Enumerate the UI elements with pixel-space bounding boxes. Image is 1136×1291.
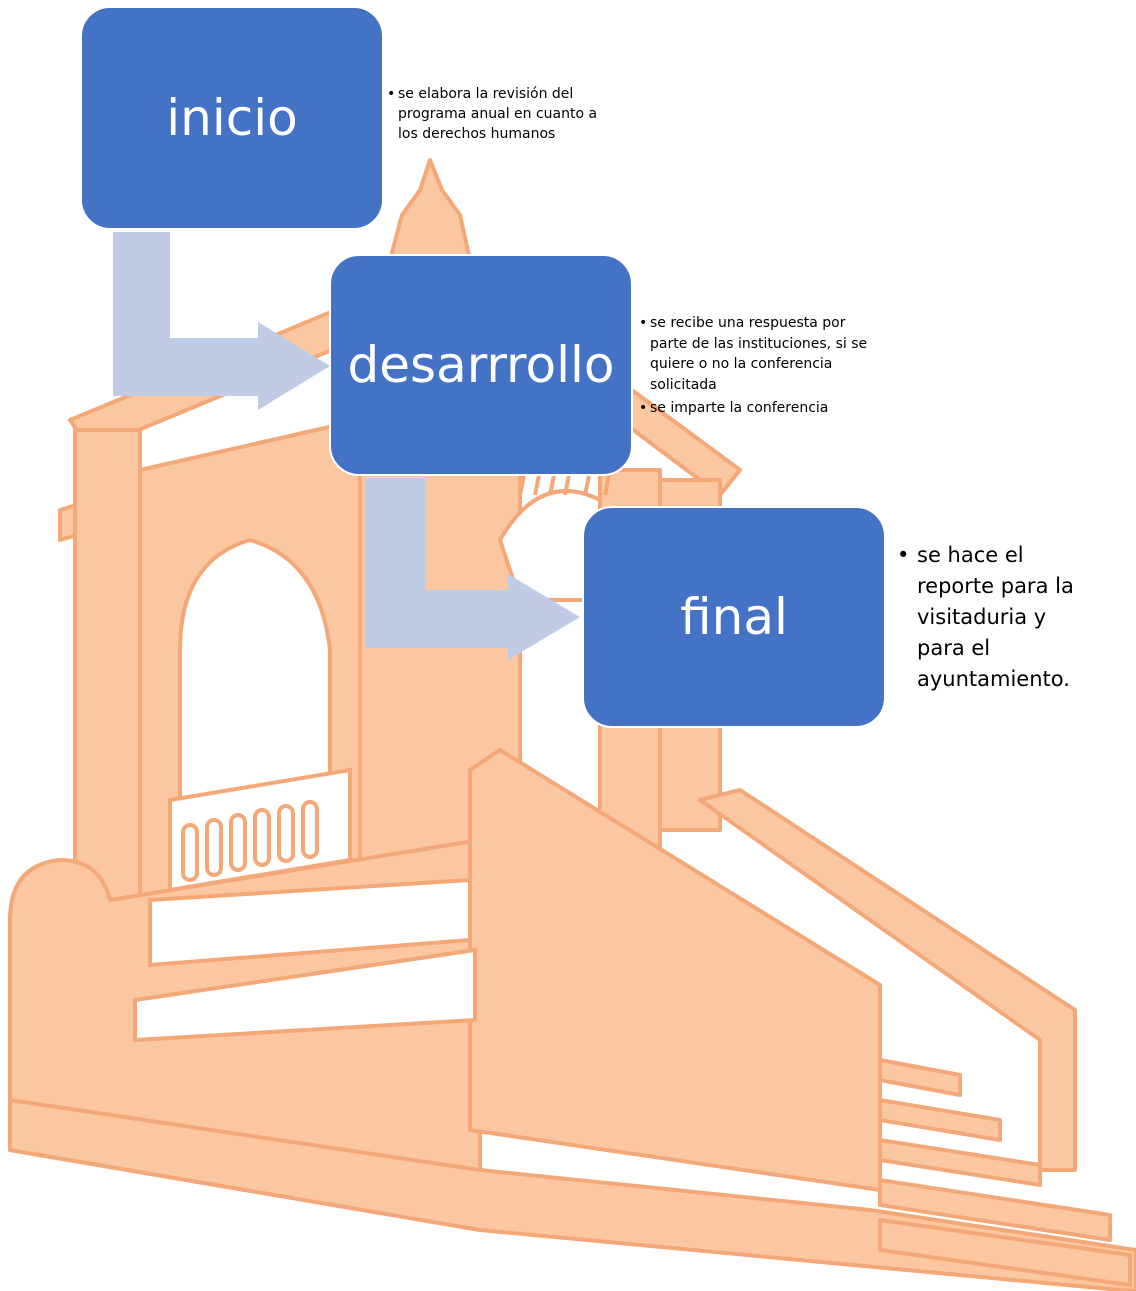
step-notes-inicio: se elabora la revisión del programa anua…: [387, 84, 609, 144]
note-item: se imparte la conferencia: [639, 398, 869, 419]
step-label-final: final: [680, 588, 788, 646]
step-notes-final: se hace el reporte para la visitaduria y…: [897, 540, 1097, 695]
step-notes-desarrollo: se recibe una respuesta por parte de las…: [639, 313, 869, 419]
note-item: se elabora la revisión del programa anua…: [387, 84, 609, 144]
step-label-inicio: inicio: [166, 89, 298, 147]
step-box-desarrollo: desarrrollo: [329, 254, 633, 476]
note-item: se recibe una respuesta por parte de las…: [639, 313, 869, 395]
step-label-desarrollo: desarrrollo: [347, 336, 615, 394]
step-box-final: final: [582, 506, 886, 728]
step-box-inicio: inicio: [80, 6, 384, 230]
note-item: se hace el reporte para la visitaduria y…: [897, 540, 1097, 695]
